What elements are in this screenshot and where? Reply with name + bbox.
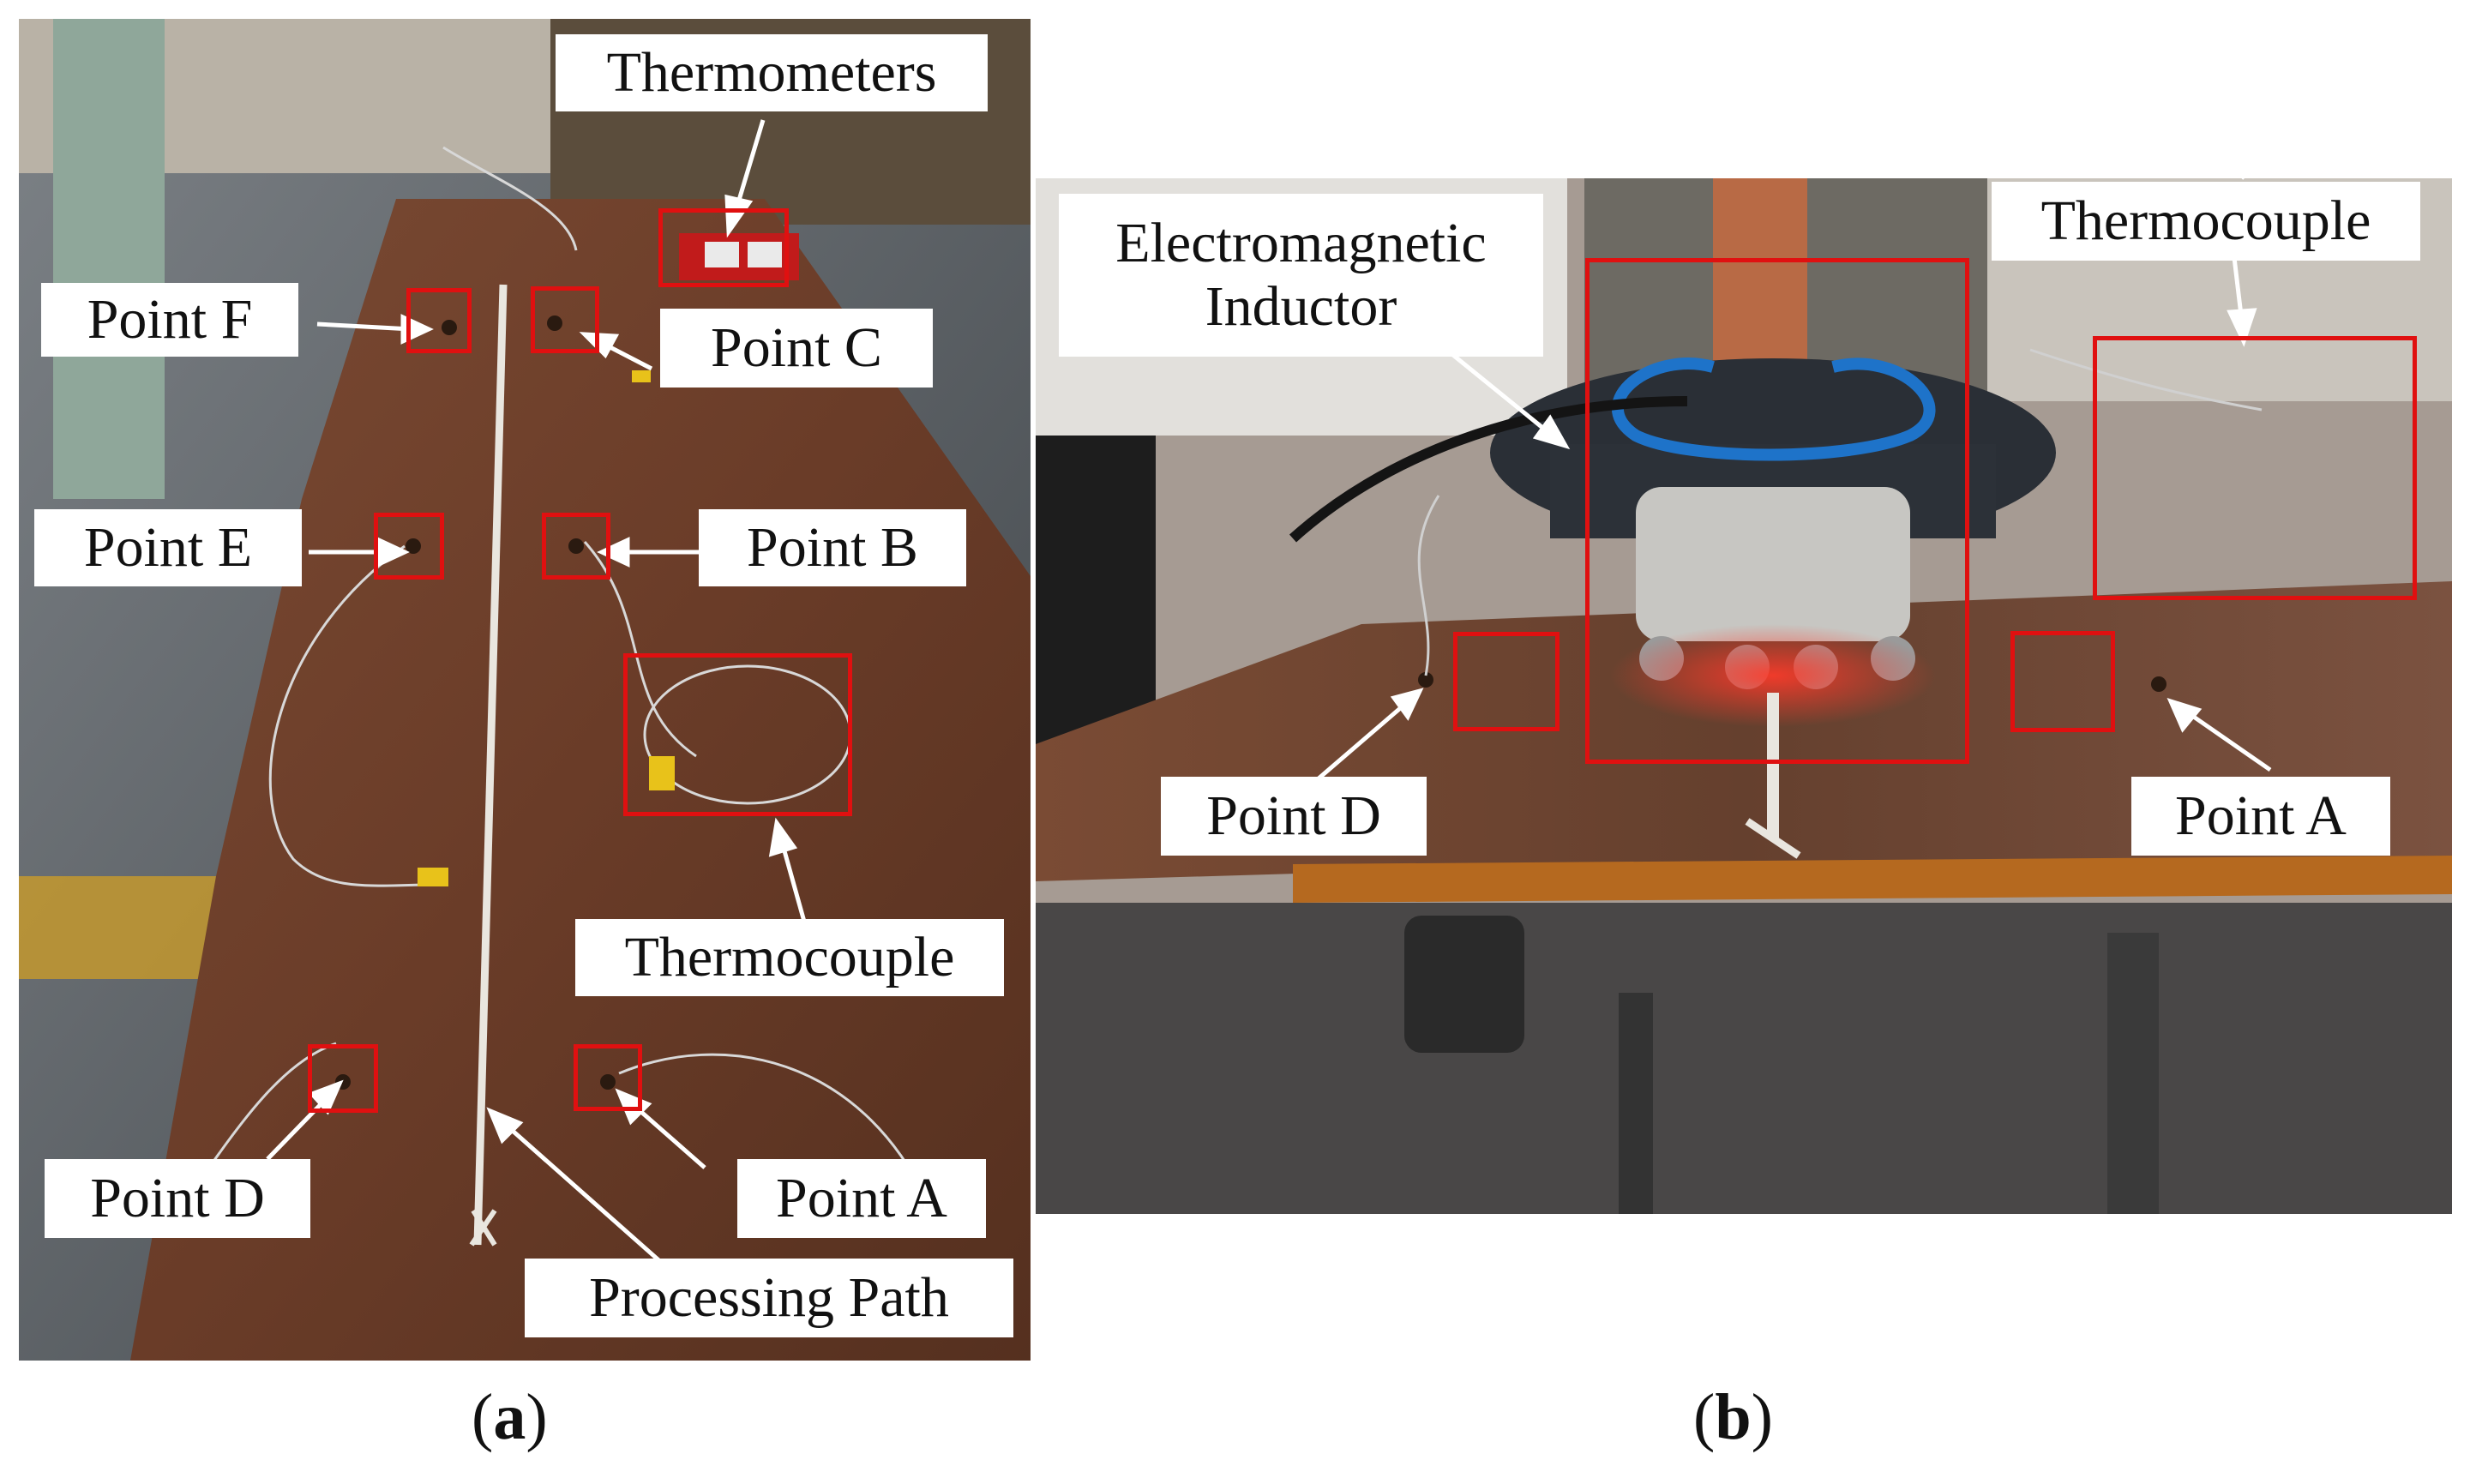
point-a-box-a — [574, 1044, 642, 1111]
cooling-hose — [1611, 357, 1936, 461]
point-c-label: Point C — [660, 309, 933, 388]
point-e-label: Point E — [34, 509, 302, 586]
connector — [418, 868, 448, 886]
point-b-label: Point B — [699, 509, 966, 586]
thermocouple-box-a — [623, 653, 852, 816]
caption-a-letter: a — [493, 1381, 526, 1453]
point-d-box-b — [1453, 632, 1560, 731]
point-f-label: Point F — [41, 283, 298, 357]
point-f-box — [406, 288, 472, 353]
point-d-box-a — [308, 1044, 378, 1113]
annotation-arrows — [266, 119, 808, 1272]
caption-a-open: ( — [472, 1381, 494, 1453]
caption-b-letter: b — [1715, 1381, 1752, 1453]
point-d-label-b: Point D — [1161, 777, 1427, 856]
point-a-label-b: Point A — [2131, 777, 2390, 856]
thermocouple-label-b: Thermocouple — [1992, 182, 2420, 261]
caption-a: (a) — [472, 1380, 548, 1455]
point-c-box — [531, 286, 599, 353]
inductor-box — [1585, 258, 1969, 764]
thermometers-box — [658, 208, 789, 287]
point-a-box-b — [2010, 631, 2115, 732]
photo-panel-b — [1036, 178, 2452, 1214]
processing-path-line — [473, 284, 508, 1246]
point-a-label-a: Point A — [737, 1159, 986, 1238]
processing-path-label: Processing Path — [525, 1259, 1013, 1337]
steel-plate — [130, 199, 1031, 1361]
inductor-label-line1: Electromagnetic — [1115, 212, 1487, 275]
thermocouple-label-a: Thermocouple — [575, 919, 1004, 996]
machine-column — [53, 19, 165, 499]
caption-b-open: ( — [1693, 1381, 1716, 1453]
caption-a-close: ) — [526, 1381, 548, 1453]
point-e-box — [374, 513, 444, 580]
induction-glow — [1610, 624, 1936, 727]
thermometers-label: Thermometers — [556, 34, 988, 111]
inductor-body — [1636, 487, 1910, 641]
caption-b-close: ) — [1751, 1381, 1773, 1453]
point-d-label-a: Point D — [45, 1159, 310, 1238]
plate-edge — [1293, 856, 2452, 903]
inductor-label-line2: Inductor — [1205, 275, 1397, 338]
point-b-box — [542, 513, 610, 580]
inductor-label: Electromagnetic Inductor — [1059, 194, 1543, 357]
caption-b: (b) — [1693, 1380, 1773, 1455]
thermocouple-box-b — [2093, 336, 2417, 600]
